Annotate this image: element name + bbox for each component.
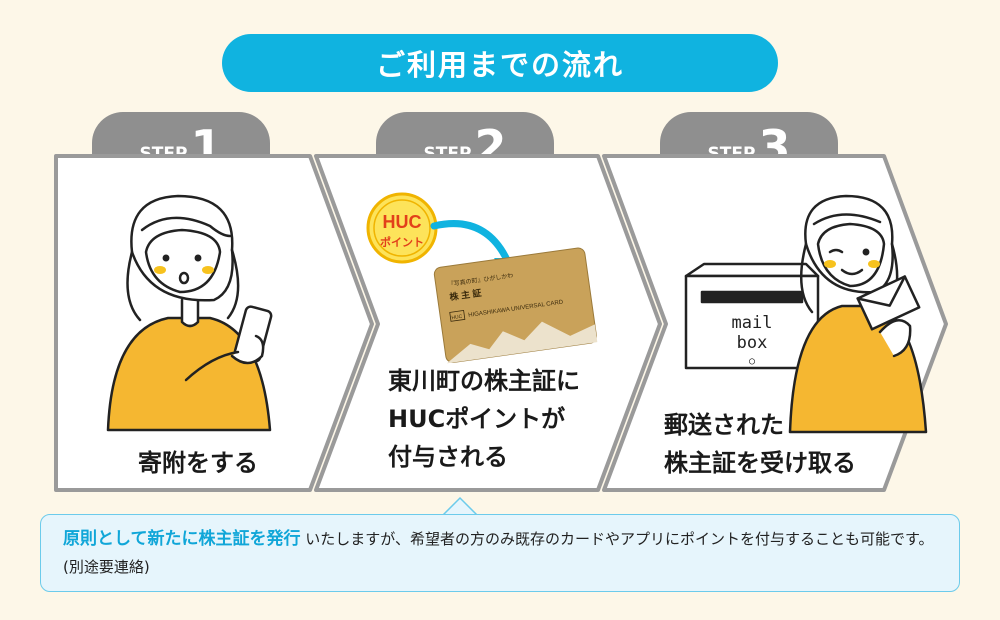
svg-text:mail: mail — [732, 313, 773, 333]
coin-text-1: HUC — [383, 212, 422, 232]
step-1-text: 寄附をする — [138, 449, 258, 477]
huc-coin-icon: HUC ポイント — [366, 192, 438, 264]
step-2-text: 東川町の株主証に HUCポイントが 付与される — [388, 367, 580, 471]
person-with-phone-illustration — [106, 194, 273, 432]
coin-text-2: ポイント — [380, 235, 424, 249]
svg-text:box: box — [737, 333, 768, 353]
note-text: いたしますが、希望者の方のみ既存のカードやアプリにポイントを付与することも可能で… — [63, 530, 934, 576]
note-box: 原則として新たに株主証を発行 いたしますが、希望者の方のみ既存のカードやアプリに… — [40, 514, 960, 592]
envelope-icon — [856, 275, 921, 331]
svg-text:HUC: HUC — [451, 314, 463, 322]
svg-text:○: ○ — [749, 356, 755, 367]
note-emphasis: 原則として新たに株主証を発行 — [63, 529, 301, 549]
mailbox-illustration: mail box ○ — [684, 262, 820, 370]
svg-text:株 主 証: 株 主 証 — [449, 287, 482, 302]
shareholder-card-illustration: 『写真の町』ひがしかわ 株 主 証 HUC HIGASHIKAWA UNIVER… — [433, 247, 598, 364]
page-title: ご利用までの流れ — [222, 34, 778, 92]
step-3-text: 郵送された 株主証を受け取る — [664, 411, 856, 477]
person-with-letter-illustration — [788, 194, 928, 434]
